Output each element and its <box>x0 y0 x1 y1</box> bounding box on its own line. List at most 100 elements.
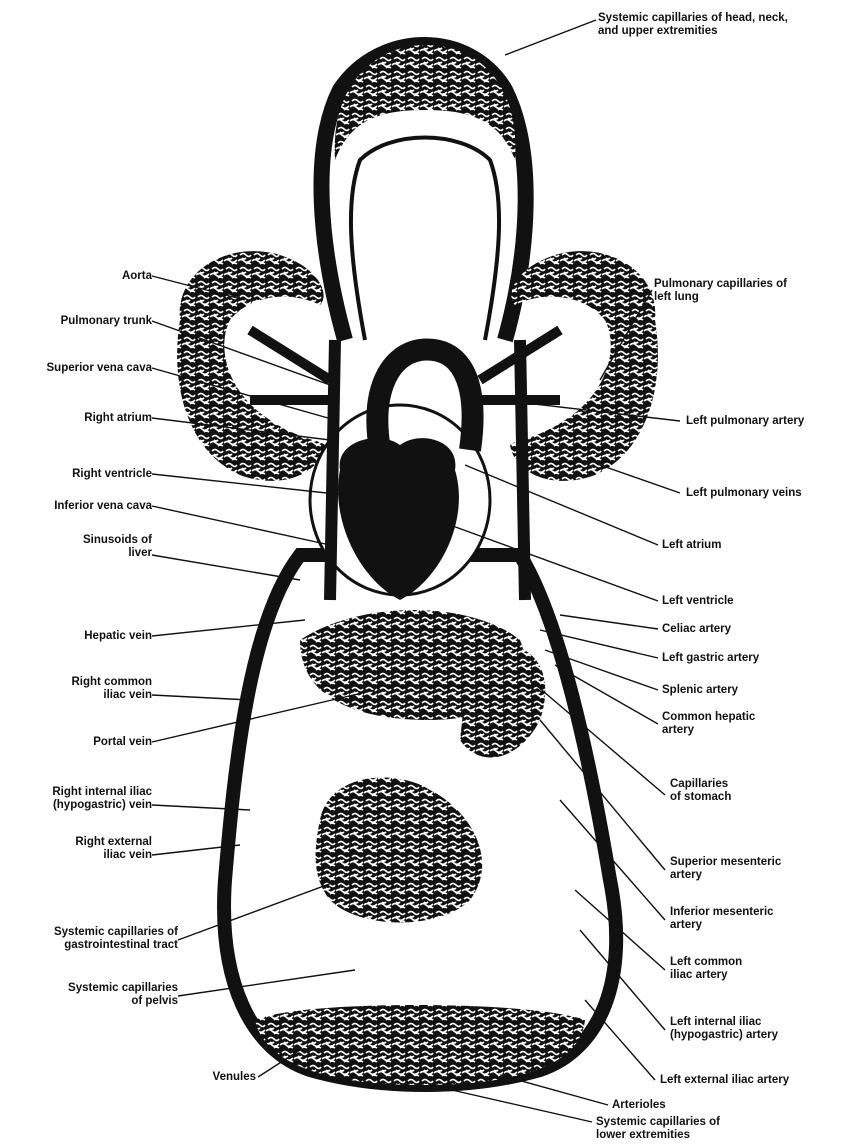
label-line: Inferior vena cava <box>54 500 152 513</box>
label-aorta: Aorta <box>122 270 152 283</box>
label-left-pulmonary-veins: Left pulmonary veins <box>686 487 802 500</box>
label-right-common-iliac-vein: Right common iliac vein <box>72 676 153 702</box>
label-right-internal-iliac-vein: Right internal iliac (hypogastric) vein <box>52 786 152 812</box>
label-systemic-capillaries-gi: Systemic capillaries of gastrointestinal… <box>54 926 178 952</box>
label-left-common-iliac-artery: Left common iliac artery <box>670 956 742 982</box>
label-line: artery <box>670 919 774 932</box>
leader-right-common-iliac-vein <box>152 695 250 700</box>
label-line: Arterioles <box>612 1099 666 1112</box>
label-line: artery <box>662 724 755 737</box>
label-line: gastrointestinal tract <box>54 939 178 952</box>
label-line: Venules <box>213 1071 256 1084</box>
label-left-gastric-artery: Left gastric artery <box>662 652 759 665</box>
label-arterioles: Arterioles <box>612 1099 666 1112</box>
label-right-external-iliac-vein: Right external iliac vein <box>75 836 152 862</box>
label-line: lower extremities <box>596 1129 720 1142</box>
label-line: left lung <box>654 291 787 304</box>
label-portal-vein: Portal vein <box>93 736 152 749</box>
label-line: Systemic capillaries <box>68 982 178 995</box>
label-line: Splenic artery <box>662 684 738 697</box>
digestive-capillaries <box>300 610 545 923</box>
label-left-external-iliac-artery: Left external iliac artery <box>660 1074 789 1087</box>
label-systemic-capillaries-head: Systemic capillaries of head, neck, and … <box>598 12 788 38</box>
label-line: Right common <box>72 676 153 689</box>
label-line: Left atrium <box>662 539 721 552</box>
leader-sinusoids <box>152 555 300 580</box>
leader-inferior-vena-cava <box>152 506 330 545</box>
left-lung-capillaries <box>510 251 658 481</box>
leader-left-ventricle <box>450 525 658 601</box>
label-pulmonary-capillaries-left-lung: Pulmonary capillaries of left lung <box>654 278 787 304</box>
leader-left-external-iliac <box>585 1000 655 1080</box>
label-line: Pulmonary trunk <box>61 315 152 328</box>
label-superior-vena-cava: Superior vena cava <box>47 362 152 375</box>
label-line: Systemic capillaries of head, neck, <box>598 12 788 25</box>
label-line: Systemic capillaries of <box>596 1116 720 1129</box>
label-line: Portal vein <box>93 736 152 749</box>
label-systemic-capillaries-lower: Systemic capillaries of lower extremitie… <box>596 1116 720 1142</box>
label-left-internal-iliac-artery: Left internal iliac (hypogastric) artery <box>670 1016 778 1042</box>
head-loop-inner <box>351 138 499 341</box>
label-line: (hypogastric) artery <box>670 1029 778 1042</box>
label-line: Left pulmonary veins <box>686 487 802 500</box>
label-line: and upper extremities <box>598 25 788 38</box>
label-right-atrium: Right atrium <box>84 412 152 425</box>
label-inferior-mesenteric-artery: Inferior mesenteric artery <box>670 906 774 932</box>
label-left-ventricle: Left ventricle <box>662 595 734 608</box>
label-line: Left ventricle <box>662 595 734 608</box>
label-venules: Venules <box>213 1071 256 1084</box>
label-line: Left external iliac artery <box>660 1074 789 1087</box>
label-line: iliac vein <box>72 689 153 702</box>
leader-lower-extremities <box>430 1085 592 1122</box>
label-line: Left common <box>670 956 742 969</box>
label-systemic-capillaries-pelvis: Systemic capillaries of pelvis <box>68 982 178 1008</box>
leader-hepatic-vein <box>152 620 305 636</box>
label-line: of pelvis <box>68 995 178 1008</box>
leader-portal-vein <box>152 690 375 742</box>
label-line: iliac artery <box>670 969 742 982</box>
leader-pelvis-capillaries <box>178 970 355 996</box>
label-line: Left internal iliac <box>670 1016 778 1029</box>
label-right-ventricle: Right ventricle <box>72 468 152 481</box>
label-left-atrium: Left atrium <box>662 539 721 552</box>
label-line: of stomach <box>670 791 731 804</box>
label-left-pulmonary-artery: Left pulmonary artery <box>686 415 804 428</box>
stomach-capillaries <box>460 644 545 758</box>
label-line: Inferior mesenteric <box>670 906 774 919</box>
label-line: Sinusoids of <box>83 534 152 547</box>
label-line: Left gastric artery <box>662 652 759 665</box>
label-line: artery <box>670 869 781 882</box>
leader-left-pulmonary-veins <box>600 465 680 493</box>
label-sinusoids-of-liver: Sinusoids of liver <box>83 534 152 560</box>
label-line: (hypogastric) vein <box>52 799 152 812</box>
label-line: Right internal iliac <box>52 786 152 799</box>
label-line: Right ventricle <box>72 468 152 481</box>
label-hepatic-vein: Hepatic vein <box>84 630 152 643</box>
label-line: Right atrium <box>84 412 152 425</box>
label-pulmonary-trunk: Pulmonary trunk <box>61 315 152 328</box>
leader-celiac <box>560 615 658 629</box>
label-line: Left pulmonary artery <box>686 415 804 428</box>
label-line: Systemic capillaries of <box>54 926 178 939</box>
label-common-hepatic-artery: Common hepatic artery <box>662 711 755 737</box>
label-capillaries-of-stomach: Capillaries of stomach <box>670 778 731 804</box>
label-line: Celiac artery <box>662 623 731 636</box>
label-line: Superior vena cava <box>47 362 152 375</box>
leader-arterioles <box>500 1075 608 1105</box>
head-capillary-loop <box>321 45 525 340</box>
label-line: iliac vein <box>75 849 152 862</box>
label-line: Superior mesenteric <box>670 856 781 869</box>
label-line: Common hepatic <box>662 711 755 724</box>
leader-gi-capillaries <box>178 880 340 940</box>
label-superior-mesenteric-artery: Superior mesenteric artery <box>670 856 781 882</box>
label-line: liver <box>83 547 152 560</box>
label-inferior-vena-cava: Inferior vena cava <box>54 500 152 513</box>
label-line: Right external <box>75 836 152 849</box>
label-line: Aorta <box>122 270 152 283</box>
label-celiac-artery: Celiac artery <box>662 623 731 636</box>
label-line: Capillaries <box>670 778 731 791</box>
label-line: Hepatic vein <box>84 630 152 643</box>
label-splenic-artery: Splenic artery <box>662 684 738 697</box>
leader-head <box>505 20 596 55</box>
intestine-capillaries <box>316 778 483 923</box>
